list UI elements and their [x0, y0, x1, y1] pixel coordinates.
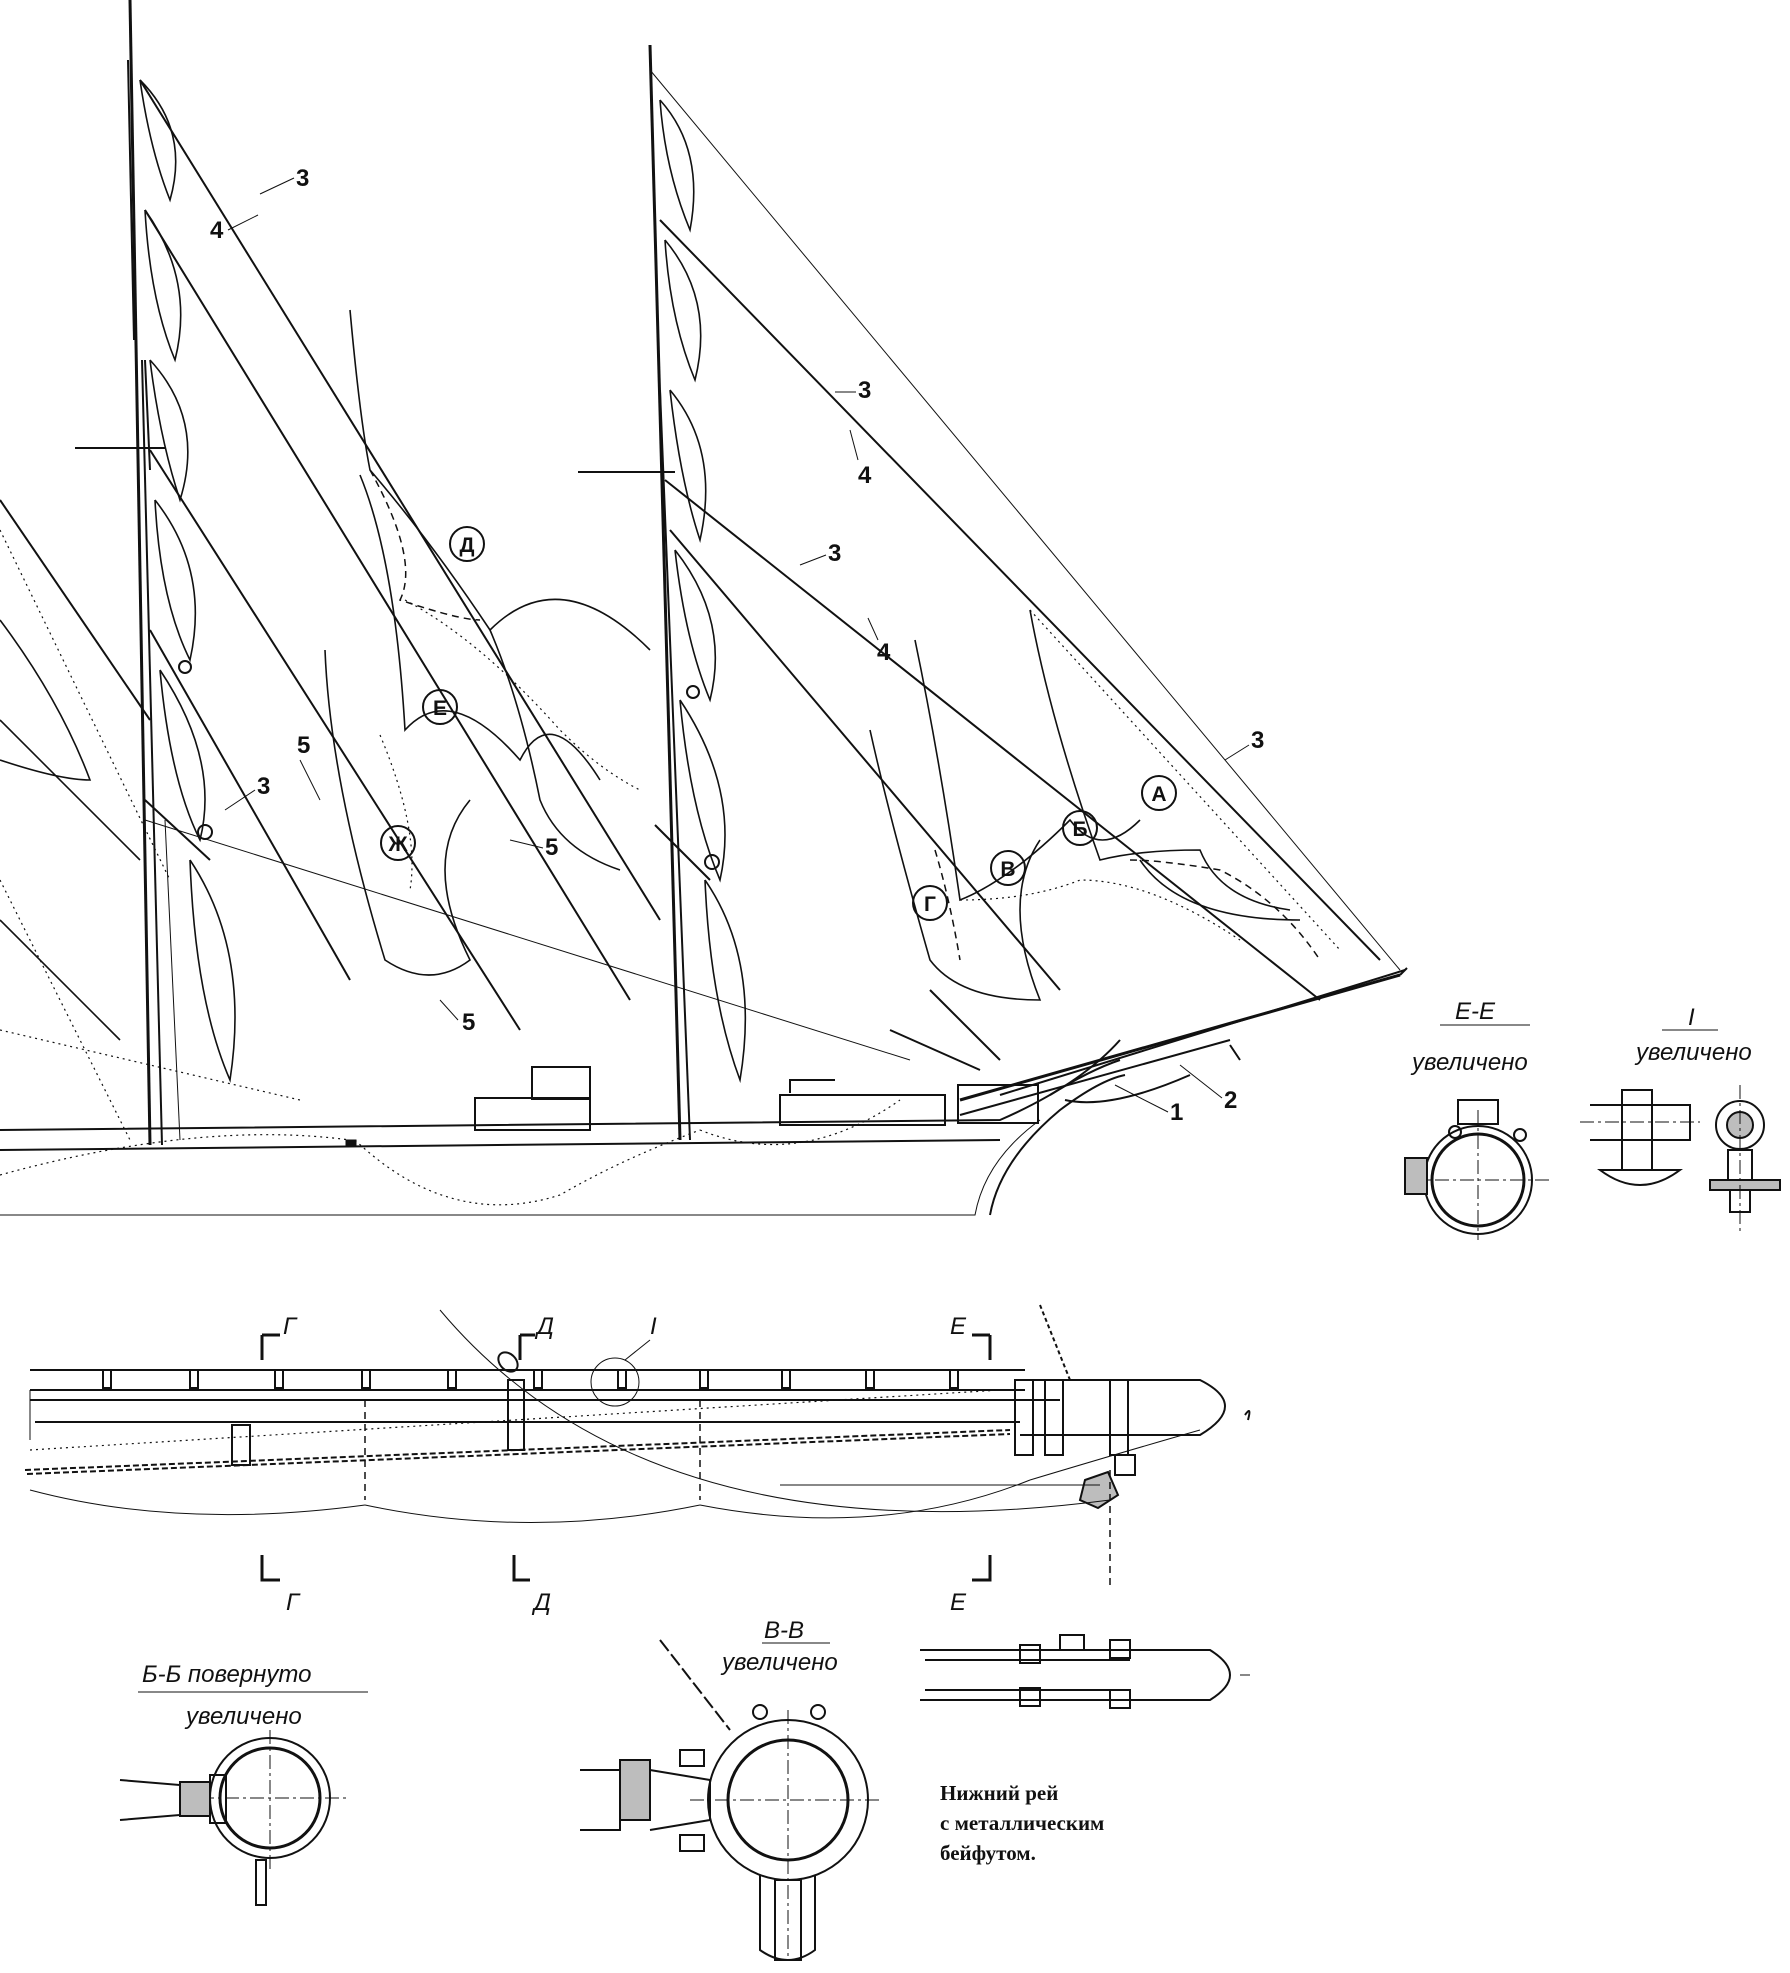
- caption-line-3: бейфутом.: [940, 1841, 1036, 1865]
- yard-chain: [24, 1429, 1011, 1475]
- stays: [139, 69, 1401, 1141]
- rigging-plan: 3 4 3 4 3 4 3 3 5 5 5 1 2: [0, 0, 1408, 1216]
- yard-end-plan: [920, 1634, 1250, 1709]
- callout-3-mainmast-mid: 3: [828, 540, 841, 567]
- callout-3-jib-outer: 3: [1251, 727, 1264, 754]
- section-ee-title: Е-Е: [1455, 998, 1496, 1025]
- sail-letters: А Б В Г Д Е Ж: [380, 526, 1177, 921]
- rigging-callouts: 3 4 3 4 3 4 3 3 5 5 5 1 2: [210, 165, 1264, 1126]
- sail-letter-d: Д: [460, 534, 475, 557]
- callout-3-foremast-top: 3: [296, 165, 309, 192]
- lower-yard-view: Г Г Д Д Е Е I: [24, 1304, 1251, 1616]
- callout-5-lower: 5: [462, 1009, 475, 1036]
- hull: [0, 1039, 1126, 1216]
- section-vv-title: В-В: [764, 1617, 804, 1644]
- callout-4-mainmast-mid: 4: [877, 639, 891, 666]
- jackstay-stanchions: [102, 1369, 959, 1451]
- section-e-top: Е: [950, 1313, 967, 1340]
- footropes: [29, 1309, 1201, 1590]
- callout-4-mainmast-top: 4: [858, 462, 872, 489]
- section-ee-subtitle: увеличено: [1410, 1049, 1528, 1076]
- section-d-top: Д: [534, 1313, 554, 1340]
- mainmast: [578, 44, 720, 1141]
- section-ee-view: Е-Е увеличено: [1404, 998, 1550, 1240]
- bowsprit: [959, 967, 1408, 1116]
- jibs: [869, 609, 1341, 1071]
- sail-letter-e: Е: [433, 697, 447, 720]
- yard-fittings: [231, 1304, 1251, 1510]
- section-e-bottom: Е: [950, 1589, 967, 1616]
- after-rigging: [0, 499, 301, 1141]
- caption-line-1: Нижний рей: [940, 1781, 1058, 1805]
- callout-3-foremast-low: 3: [257, 773, 270, 800]
- callout-1: 1: [1170, 1099, 1183, 1126]
- section-markers: Г Г Д Д Е Е I: [260, 1313, 992, 1616]
- section-bb-view: Б-Б повернуто увеличено: [119, 1661, 368, 1906]
- callout-2: 2: [1224, 1087, 1237, 1114]
- callout-5-mid: 5: [545, 834, 558, 861]
- sail-letter-a: А: [1151, 783, 1166, 806]
- section-g-top: Г: [283, 1313, 298, 1340]
- sail-letter-v: В: [1000, 858, 1015, 881]
- sail-letter-b: Б: [1072, 818, 1087, 841]
- section-bb-title: Б-Б повернуто: [142, 1661, 311, 1688]
- callout-5-upper: 5: [297, 732, 310, 759]
- sail-letter-zh: Ж: [388, 833, 409, 856]
- figure-caption: Нижний рей с металлическим бейфутом.: [940, 1781, 1104, 1865]
- detail-i-title: I: [1688, 1004, 1695, 1031]
- caption-line-2: с металлическим: [940, 1811, 1104, 1835]
- section-d-bottom: Д: [531, 1589, 551, 1616]
- fore-staysails: [324, 309, 651, 976]
- section-g-bottom: Г: [286, 1589, 301, 1616]
- detail-i-view: I увеличено: [1580, 1004, 1781, 1235]
- detail-i-subtitle: увеличено: [1634, 1039, 1752, 1066]
- square-sails: [139, 79, 747, 1084]
- sail-letter-g: Г: [924, 893, 936, 916]
- callout-4-foremast-top: 4: [210, 217, 224, 244]
- section-vv-subtitle: увеличено: [720, 1649, 838, 1676]
- section-vv-view: В-В увеличено: [580, 1617, 880, 1961]
- callout-3-mainmast-top: 3: [858, 377, 871, 404]
- section-bb-subtitle: увеличено: [184, 1703, 302, 1730]
- detail-i-marker: I: [650, 1313, 657, 1340]
